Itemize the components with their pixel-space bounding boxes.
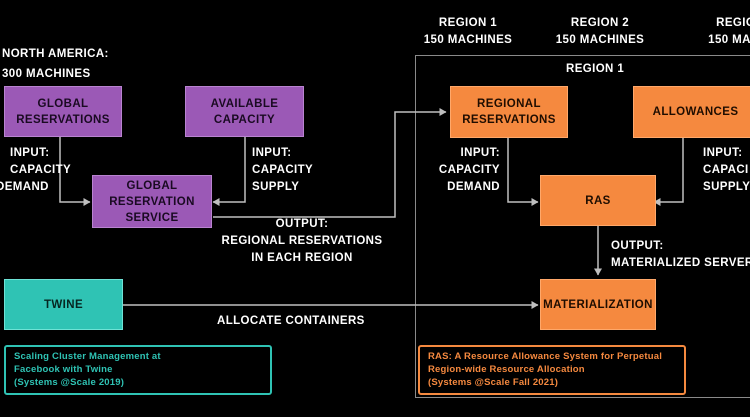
region2-header: REGION 2 150 MACHINES: [550, 15, 650, 49]
region1-header-line2: 150 MACHINES: [423, 34, 513, 46]
in-each-region-label: IN EACH REGION: [251, 252, 353, 264]
arrow-regional-reservations-to-ras: [507, 138, 539, 206]
supply-label: SUPPLY: [703, 181, 750, 193]
region3-header-line2: 150 MACHI: [708, 34, 750, 46]
materialization-node: MATERIALIZATION: [540, 279, 656, 330]
arrow-available-capacity-to-service: [212, 137, 246, 206]
input-capacity-supply-right-label: INPUT: CAPACI SUPPLY: [703, 145, 750, 196]
capacity-label: CAPACITY: [438, 164, 500, 176]
region3-header-line1: REGION: [716, 17, 750, 29]
input-capacity-demand-right-label: INPUT: CAPACITY DEMAND: [436, 145, 500, 196]
input-label: INPUT:: [10, 147, 50, 159]
input-label: INPUT:: [460, 147, 500, 159]
arrow-allowances-to-ras: [653, 138, 684, 206]
supply-label: SUPPLY: [252, 181, 300, 193]
arrow-global-reservations-to-service: [59, 137, 91, 206]
ras-reference: RAS: A Resource Allowance System for Per…: [418, 345, 686, 395]
twine-node: TWINE: [4, 279, 123, 330]
input-label: INPUT:: [703, 147, 743, 159]
global-reservations-node: GLOBAL RESERVATIONS: [4, 86, 122, 137]
region2-header-line2: 150 MACHINES: [555, 34, 645, 46]
demand-label: DEMAND: [447, 181, 500, 193]
capacity-label: CAPACITY: [252, 164, 314, 176]
arrow-service-to-regional-reservations: [213, 108, 447, 218]
input-label: INPUT:: [252, 147, 292, 159]
region1-header-line1: REGION 1: [438, 17, 498, 29]
regional-reservations-node: REGIONAL RESERVATIONS: [450, 86, 568, 138]
region2-header-line1: REGION 2: [570, 17, 630, 29]
global-reservation-service-node: GLOBAL RESERVATION SERVICE: [92, 175, 212, 228]
output-label: OUTPUT:: [611, 240, 664, 252]
region-frame-title: REGION 1: [566, 63, 625, 75]
north-america-line1: NORTH AMERICA:: [2, 48, 109, 60]
north-america-label: NORTH AMERICA: 300 MACHINES: [2, 46, 109, 83]
materialized-server-label: MATERIALIZED SERVER: [611, 257, 750, 269]
input-capacity-demand-label: INPUT: CAPACITY DEMAND: [0, 145, 72, 196]
region-1-frame: [415, 55, 750, 398]
output-regional-reservations-label: OUTPUT: REGIONAL RESERVATIONS IN EACH RE…: [212, 216, 392, 267]
ras-node: RAS: [540, 175, 656, 226]
available-capacity-node: AVAILABLE CAPACITY: [185, 86, 304, 137]
regional-reservations-label: REGIONAL RESERVATIONS: [221, 235, 383, 247]
allocate-containers-label: ALLOCATE CONTAINERS: [217, 315, 365, 327]
region3-header: REGION 150 MACHI: [690, 15, 750, 49]
demand-label: DEMAND: [0, 181, 49, 193]
region1-header: REGION 1 150 MACHINES: [418, 15, 518, 49]
allowances-node: ALLOWANCES: [633, 86, 750, 138]
twine-reference: Scaling Cluster Management at Facebook w…: [4, 345, 272, 395]
output-label: OUTPUT:: [275, 218, 329, 230]
output-materialized-label: OUTPUT: MATERIALIZED SERVER: [611, 238, 750, 272]
capacity-label: CAPACITY: [10, 164, 72, 176]
input-capacity-supply-label: INPUT: CAPACITY SUPPLY: [252, 145, 313, 196]
capacity-label: CAPACI: [703, 164, 749, 176]
north-america-line2: 300 MACHINES: [2, 68, 91, 80]
